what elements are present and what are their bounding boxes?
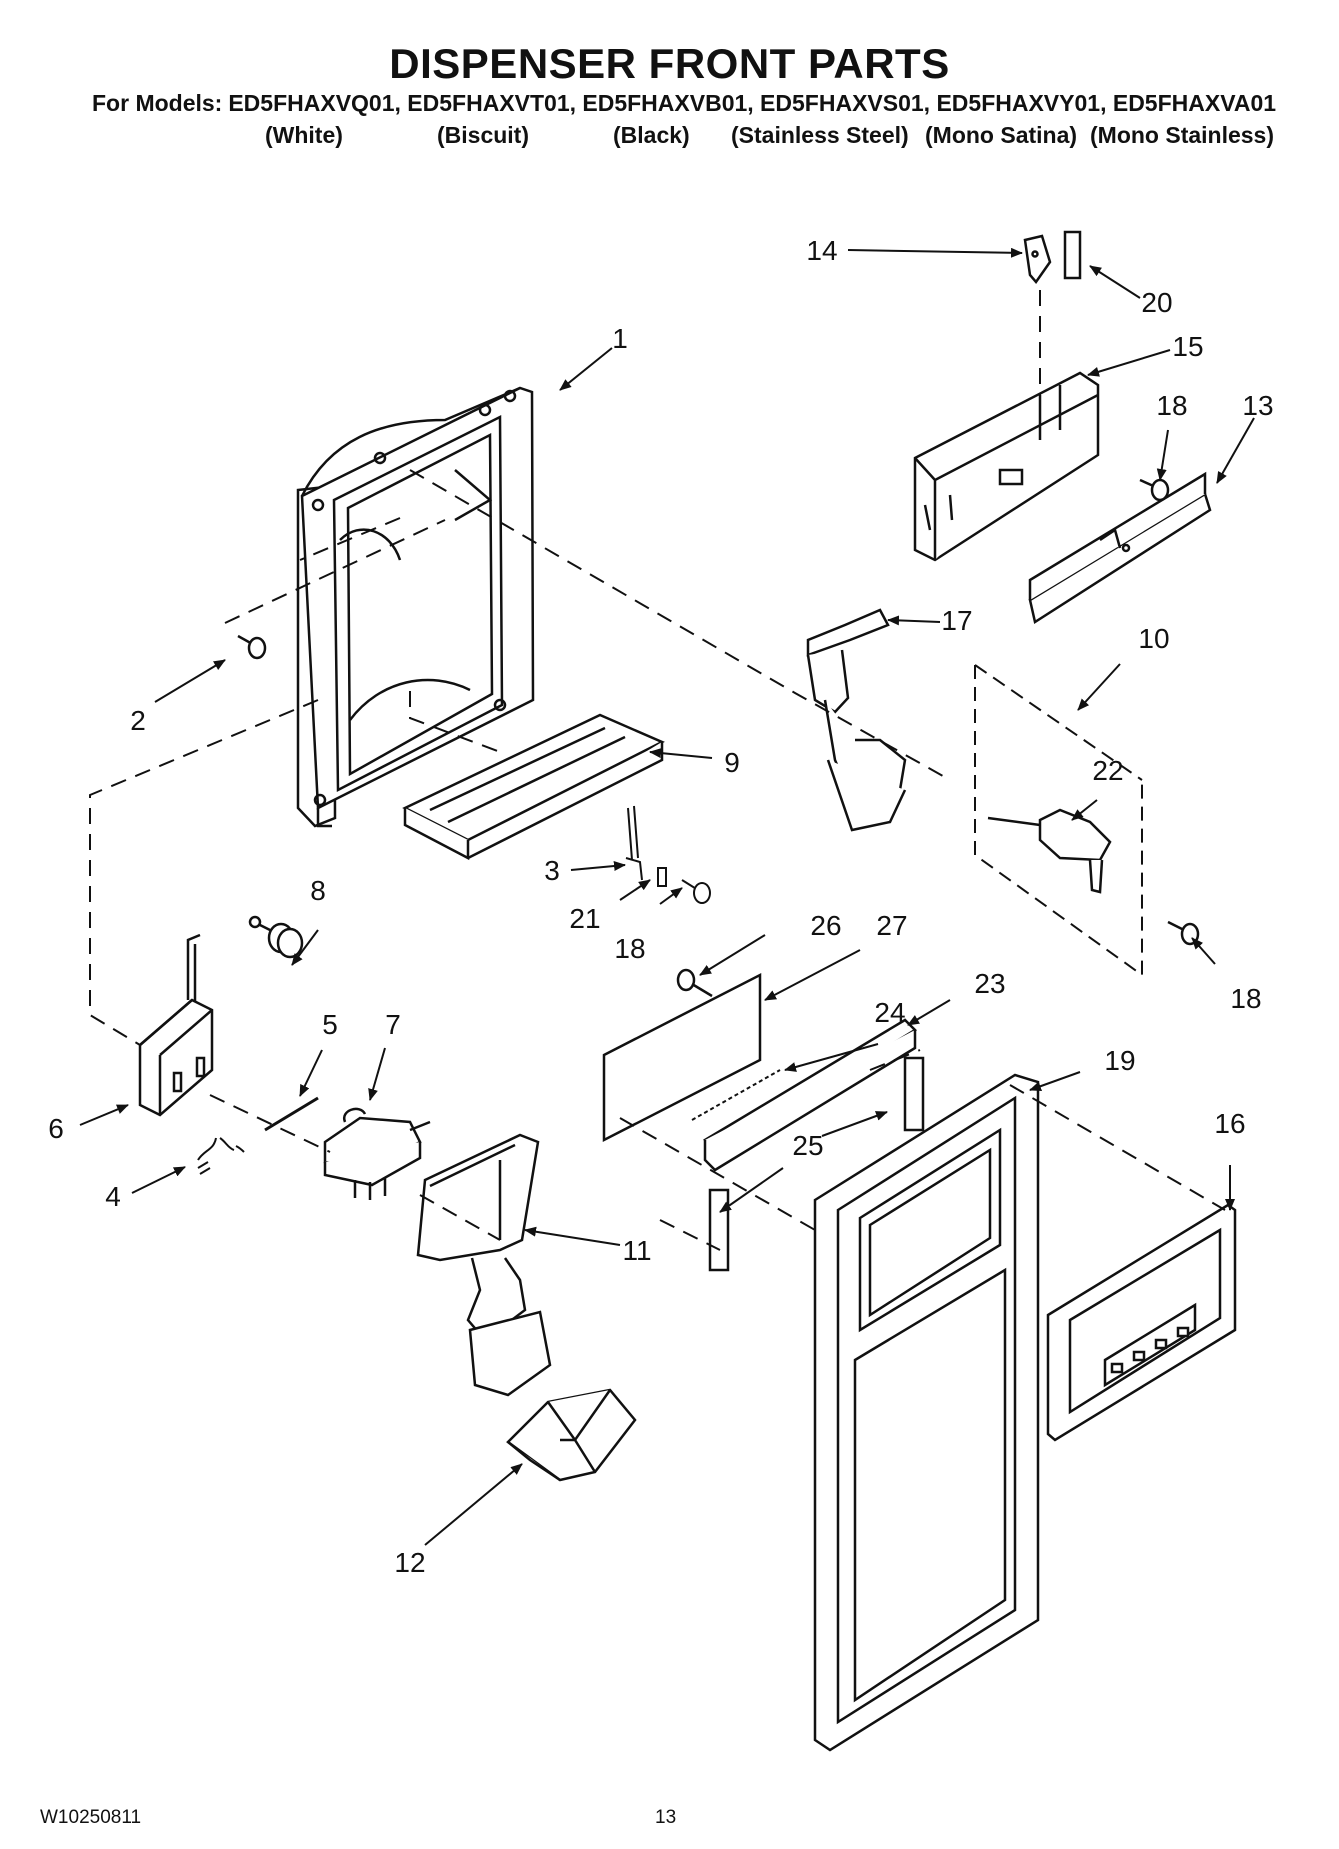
callout-12: 12 bbox=[394, 1547, 425, 1578]
part-2-screw bbox=[237, 634, 267, 660]
callout-20: 20 bbox=[1141, 287, 1172, 318]
models-line: For Models:ED5FHAXVQ01, ED5FHAXVT01, ED5… bbox=[92, 90, 1276, 117]
callout-1: 1 bbox=[612, 323, 628, 354]
callout-19: 19 bbox=[1104, 1045, 1135, 1076]
part-1-dispenser-housing bbox=[296, 386, 535, 828]
part-7-actuator bbox=[323, 1107, 431, 1200]
part-12-ice-chute-cover bbox=[506, 1388, 637, 1482]
part-16-trim-panel bbox=[1046, 1203, 1237, 1442]
models-list: ED5FHAXVQ01, ED5FHAXVT01, ED5FHAXVB01, E… bbox=[228, 90, 1277, 116]
part-25-spacer-a bbox=[903, 1056, 925, 1132]
part-27-panel bbox=[602, 972, 762, 1143]
callout-16: 16 bbox=[1214, 1108, 1245, 1139]
callout-labels: 1 2 3 4 5 6 7 8 9 10 11 12 13 14 15 16 1… bbox=[48, 235, 1273, 1578]
callout-25: 25 bbox=[792, 1130, 823, 1161]
color-white: (White) bbox=[265, 122, 343, 148]
part-8-solenoid bbox=[248, 915, 304, 959]
part-15-bracket bbox=[913, 371, 1100, 562]
part-20-insulator bbox=[1063, 230, 1082, 280]
part-10-group-outline bbox=[974, 665, 1143, 977]
part-13-control-board bbox=[1028, 471, 1212, 625]
part-18-screw-a bbox=[681, 879, 711, 904]
part-21-insulator bbox=[657, 867, 667, 887]
part-22-water-switch-arm bbox=[987, 808, 1112, 894]
part-23-trim-strip bbox=[703, 1018, 918, 1172]
part-25-spacer-b bbox=[708, 1188, 730, 1272]
callout-5: 5 bbox=[322, 1009, 338, 1040]
callout-2: 2 bbox=[130, 705, 146, 736]
callout-21: 21 bbox=[569, 903, 600, 934]
part-17-water-paddle bbox=[806, 608, 907, 832]
color-biscuit: (Biscuit) bbox=[437, 122, 529, 148]
alignment-lines bbox=[89, 290, 1226, 1251]
part-3-switch bbox=[625, 805, 643, 881]
color-stainless-steel: (Stainless Steel) bbox=[731, 122, 909, 148]
callout-17: 17 bbox=[941, 605, 972, 636]
part-26-screw bbox=[676, 968, 713, 998]
callout-15: 15 bbox=[1172, 331, 1203, 362]
part-9-drip-tray bbox=[402, 713, 665, 861]
part-14-switch bbox=[1023, 234, 1052, 285]
callout-13: 13 bbox=[1242, 390, 1273, 421]
page-title: DISPENSER FRONT PARTS bbox=[389, 40, 950, 87]
callout-18-c: 18 bbox=[1230, 983, 1261, 1014]
callout-14: 14 bbox=[806, 235, 837, 266]
callout-24: 24 bbox=[874, 997, 905, 1028]
part-18-screw-b bbox=[1139, 478, 1170, 502]
part-6-control-module bbox=[138, 933, 214, 1117]
callout-26: 26 bbox=[810, 910, 841, 941]
part-11-ice-paddle-assembly bbox=[416, 1133, 552, 1397]
page-number: 13 bbox=[655, 1807, 677, 1828]
leader-arrows bbox=[79, 247, 1255, 1546]
part-24-gasket bbox=[691, 1069, 781, 1121]
callout-18-a: 18 bbox=[1156, 390, 1187, 421]
callout-4: 4 bbox=[105, 1181, 121, 1212]
part-4-spring bbox=[197, 1137, 245, 1175]
callout-23: 23 bbox=[974, 968, 1005, 999]
color-mono-stainless: (Mono Stainless) bbox=[1090, 122, 1275, 148]
color-mono-satina: (Mono Satina) bbox=[925, 122, 1078, 148]
callout-7: 7 bbox=[385, 1009, 401, 1040]
callout-3: 3 bbox=[544, 855, 560, 886]
callout-10: 10 bbox=[1138, 623, 1169, 654]
callout-18-b: 18 bbox=[614, 933, 645, 964]
callout-27: 27 bbox=[876, 910, 907, 941]
callout-6: 6 bbox=[48, 1113, 64, 1144]
color-black: (Black) bbox=[613, 122, 690, 148]
document-number: W10250811 bbox=[40, 1807, 142, 1828]
models-label: For Models: bbox=[92, 90, 223, 116]
part-5-pin bbox=[264, 1096, 319, 1132]
callout-22: 22 bbox=[1092, 755, 1123, 786]
part-19-dispenser-front bbox=[813, 1073, 1040, 1752]
callout-8: 8 bbox=[310, 875, 326, 906]
callout-9: 9 bbox=[724, 747, 740, 778]
callout-11: 11 bbox=[622, 1235, 651, 1266]
